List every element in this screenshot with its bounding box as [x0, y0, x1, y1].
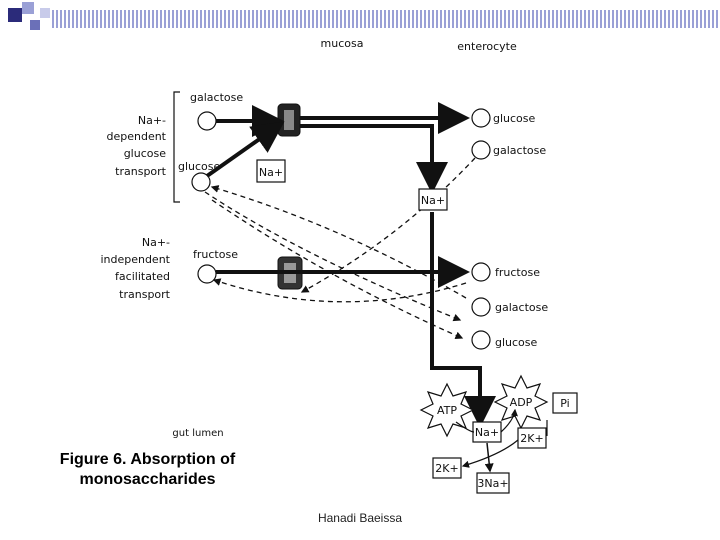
- figure-caption: Figure 6. Absorption of monosaccharides: [20, 450, 275, 490]
- label-na-independent: facilitated: [115, 270, 170, 283]
- arrow-na-down: [300, 124, 448, 194]
- arrow-na-to-pump: [430, 212, 496, 428]
- out-fructose-molecule: [471, 262, 491, 282]
- out-fructose-label: fructose: [495, 266, 540, 279]
- footer-author: Hanadi Baeissa: [317, 511, 403, 525]
- decor-square: [8, 8, 22, 22]
- cell-glucose-molecule: [471, 108, 491, 128]
- label-na-independent: independent: [100, 253, 170, 266]
- header-enterocyte: enterocyte: [457, 40, 517, 53]
- decor-stripe: [52, 10, 720, 28]
- label-na-dependent: dependent: [106, 130, 166, 143]
- label-na-dependent: transport: [115, 165, 167, 178]
- pump-arrow: [461, 439, 519, 468]
- title-decoration: [0, 0, 720, 40]
- gut-lumen-label: gut lumen: [172, 428, 223, 439]
- atp-label: ATP: [437, 404, 457, 417]
- out-glucose-label: glucose: [495, 336, 538, 349]
- out-glucose-molecule: [471, 330, 491, 350]
- lumen-glucose-label: glucose: [178, 160, 221, 173]
- pump-arrow: [484, 442, 494, 473]
- decor-square: [30, 20, 40, 30]
- lumen-galactose-molecule: [197, 111, 217, 131]
- label-na-independent: transport: [119, 288, 171, 301]
- cell-glucose-label: glucose: [493, 112, 536, 125]
- pump-3na-label: 3Na+: [477, 477, 508, 490]
- lumen-glucose-molecule: [191, 172, 211, 192]
- dashed-flow: [211, 199, 464, 339]
- dashed-flow: [300, 157, 476, 293]
- sglt-transporter-detail: [284, 110, 294, 130]
- label-na-dependent: Na+-: [138, 114, 166, 127]
- pi-box: [552, 392, 578, 414]
- na-transporter-label: Na+: [259, 166, 283, 179]
- caption-line: monosaccharides: [79, 471, 216, 488]
- pump-2k-right-box: [517, 427, 547, 449]
- pump-3na-box: [476, 472, 510, 494]
- pump-2k-left-label: 2K+: [435, 462, 458, 475]
- dashed-flow: [204, 191, 462, 322]
- caption-line: Figure 6. Absorption of: [59, 451, 236, 468]
- lumen-fructose-label: fructose: [193, 248, 238, 261]
- pump-arrow: [455, 421, 475, 433]
- decor-square: [22, 2, 34, 14]
- label-na-dependent: glucose: [124, 147, 167, 160]
- atp-starburst: [419, 382, 475, 438]
- decor-square: [40, 8, 50, 18]
- na-inside-label: Na+: [421, 194, 445, 207]
- dashed-flow: [212, 278, 467, 303]
- out-galactose-molecule: [471, 297, 491, 317]
- header-mucosa: mucosa: [321, 37, 364, 50]
- adp-label: ADP: [510, 396, 533, 409]
- cell-galactose-molecule: [471, 140, 491, 160]
- pump-2k-right-label: 2K+: [520, 432, 543, 445]
- pi-label: Pi: [560, 397, 569, 410]
- lumen-galactose-label: galactose: [190, 91, 243, 104]
- dashed-flow: [210, 185, 467, 299]
- pump-arrow: [500, 408, 518, 433]
- out-galactose-label: galactose: [495, 301, 548, 314]
- na-transporter-box: [256, 159, 286, 183]
- na-inside-box: [418, 188, 448, 211]
- pump-2k-left-box: [432, 457, 462, 479]
- bracket: [173, 91, 180, 203]
- arrow-glucose-in: [205, 121, 285, 178]
- cell-galactose-label: galactose: [493, 144, 546, 157]
- pump-na-label: Na+: [475, 426, 499, 439]
- label-na-independent: Na+-: [142, 236, 170, 249]
- lumen-fructose-molecule: [197, 264, 217, 284]
